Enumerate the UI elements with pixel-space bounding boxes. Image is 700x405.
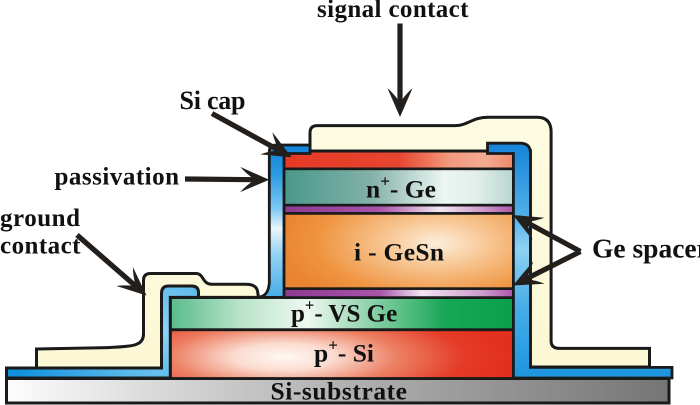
svg-text:ground: ground: [0, 205, 80, 232]
svg-text:signal contact: signal contact: [317, 0, 469, 23]
svg-text:p+- Si: p+- Si: [314, 335, 374, 367]
svg-text:Ge spacer: Ge spacer: [592, 232, 700, 263]
svg-text:Si-substrate: Si-substrate: [271, 376, 408, 405]
svg-text:i - GeSn: i - GeSn: [354, 237, 444, 266]
svg-text:n+- Ge: n+- Ge: [366, 172, 436, 204]
svg-text:passivation: passivation: [55, 164, 180, 191]
svg-text:Si cap: Si cap: [180, 86, 246, 115]
svg-text:contact: contact: [0, 232, 81, 259]
